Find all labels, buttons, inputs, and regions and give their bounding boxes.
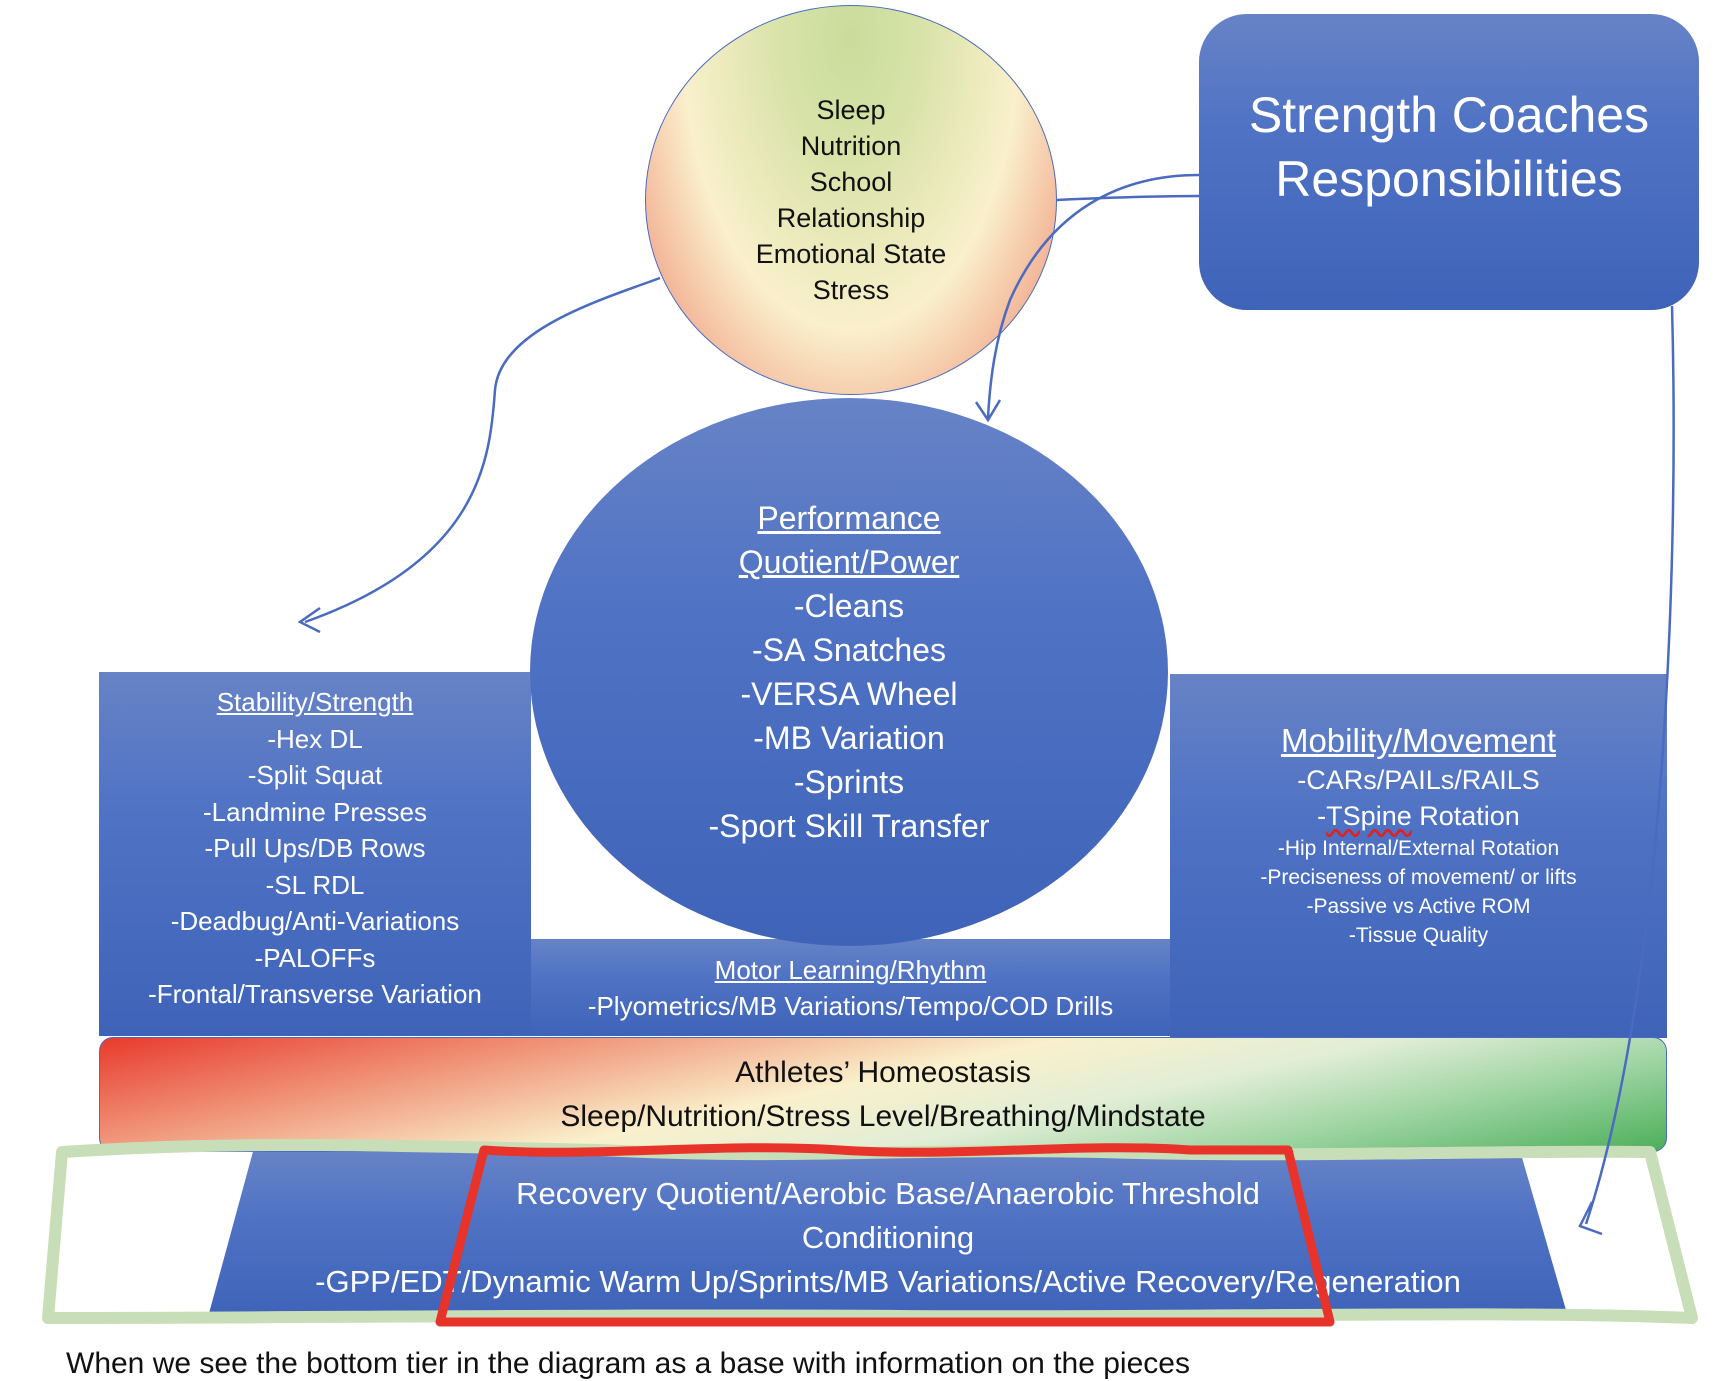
stability-item: -PALOFFs xyxy=(254,942,376,973)
homeostasis-title: Athletes’ Homeostasis xyxy=(735,1055,1031,1089)
motor-heading: Motor Learning/Rhythm xyxy=(714,954,987,985)
mobility-item: -Hip Internal/External Rotation xyxy=(1277,837,1560,860)
athletes-homeostasis-bar: Athletes’ Homeostasis Sleep/Nutrition/St… xyxy=(99,1037,1667,1152)
strength-coaches-box: Strength Coaches Responsibilities xyxy=(1199,14,1699,310)
stability-item: -Pull Ups/DB Rows xyxy=(204,833,426,863)
performance-item: -SA Snatches xyxy=(752,632,946,668)
mobility-item: -Preciseness of movement/ or lifts xyxy=(1260,866,1577,889)
stress-factor: Sleep xyxy=(816,95,886,125)
stability-item: -SL RDL xyxy=(265,869,365,900)
stability-item: -Hex DL xyxy=(267,723,363,754)
stability-heading: Stability/Strength xyxy=(216,687,414,717)
tspine-prefix: - xyxy=(1317,801,1327,831)
motor-learning-box: Motor Learning/Rhythm -Plyometrics/MB Va… xyxy=(531,939,1170,1036)
arrowhead-icon xyxy=(974,399,1002,423)
performance-item: -Sport Skill Transfer xyxy=(708,808,990,844)
conditioning-title: Recovery Quotient/Aerobic Base/Anaerobic… xyxy=(516,1176,1260,1211)
stability-item: -Frontal/Transverse Variation xyxy=(148,979,482,1009)
stress-factor: Relationship xyxy=(776,203,926,233)
performance-heading: Quotient/Power xyxy=(738,544,960,580)
mobility-movement-box: Mobility/Movement -CARs/PAILs/RAILS -TSp… xyxy=(1170,674,1667,1038)
arrowhead-icon xyxy=(1578,1201,1603,1236)
performance-item: -VERSA Wheel xyxy=(740,676,958,712)
tspine-suffix: Rotation xyxy=(1411,801,1520,831)
conditioning-subtitle: Conditioning xyxy=(801,1220,975,1255)
coach-box-title-line: Responsibilities xyxy=(1275,151,1623,207)
stability-item: -Deadbug/Anti-Variations xyxy=(170,906,460,936)
homeostasis-items: Sleep/Nutrition/Stress Level/Breathing/M… xyxy=(560,1099,1206,1133)
stability-item: -Landmine Presses xyxy=(203,796,427,827)
coach-box-title-line: Strength Coaches xyxy=(1248,87,1650,143)
connector-line xyxy=(1056,194,1200,202)
mobility-item-tspine: -TSpine Rotation xyxy=(1317,798,1520,834)
stress-factors-circle: Sleep Nutrition School Relationship Emot… xyxy=(645,5,1057,395)
performance-item: -Sprints xyxy=(793,764,905,800)
mobility-heading: Mobility/Movement xyxy=(1280,722,1557,759)
mobility-item: -Passive vs Active ROM xyxy=(1306,895,1531,918)
arrowhead-icon xyxy=(297,606,321,634)
performance-item: -Cleans xyxy=(793,588,905,624)
mobility-item: -Tissue Quality xyxy=(1348,924,1489,947)
conditioning-base-trapezoid: Recovery Quotient/Aerobic Base/Anaerobic… xyxy=(208,1152,1568,1317)
tspine-misspelled-word: TSpine xyxy=(1326,801,1412,831)
stability-strength-box: Stability/Strength -Hex DL -Split Squat … xyxy=(99,672,531,1036)
motor-item: -Plyometrics/MB Variations/Tempo/COD Dri… xyxy=(587,990,1114,1021)
performance-quotient-circle: Performance Quotient/Power -Cleans -SA S… xyxy=(530,398,1168,946)
performance-item: -MB Variation xyxy=(753,720,945,756)
stress-factor: Emotional State xyxy=(755,239,947,269)
stress-factor: Stress xyxy=(812,275,890,305)
stress-factor: School xyxy=(809,167,893,197)
document-body-text: When we see the bottom tier in the diagr… xyxy=(66,1347,1190,1380)
performance-heading: Performance xyxy=(757,500,941,536)
conditioning-items: -GPP/EDT/Dynamic Warm Up/Sprints/MB Vari… xyxy=(315,1264,1461,1299)
stability-item: -Split Squat xyxy=(247,760,383,790)
stress-factor: Nutrition xyxy=(800,131,902,161)
mobility-item: -CARs/PAILs/RAILS xyxy=(1297,765,1540,795)
